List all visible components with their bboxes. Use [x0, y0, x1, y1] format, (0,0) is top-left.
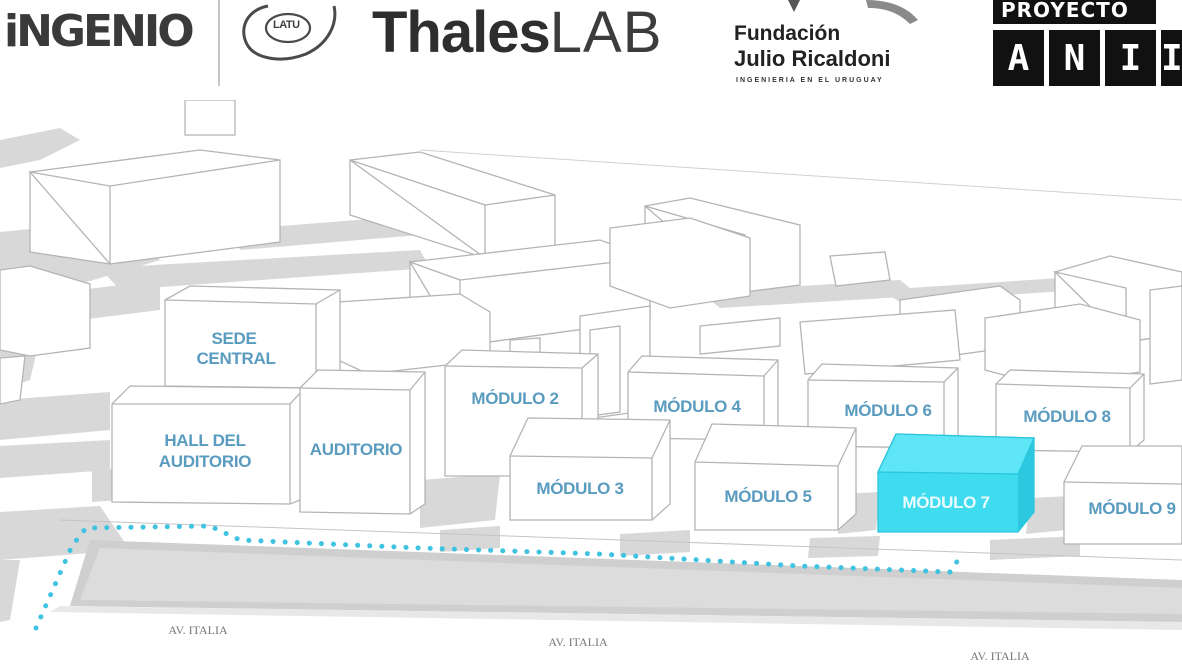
background-buildings [0, 99, 1182, 421]
anii-letter-i1: I [1105, 30, 1156, 86]
label-modulo-4: MÓDULO 4 [653, 397, 741, 416]
latu-text: LATU [273, 19, 300, 31]
label-modulo-6: MÓDULO 6 [844, 401, 931, 420]
main-road [50, 149, 1182, 630]
walking-route [33, 523, 965, 631]
building-modulo-5[interactable] [694, 423, 857, 531]
building-modulo-3[interactable] [509, 417, 671, 521]
anii-letter-i2: I [1161, 30, 1182, 86]
anii-letter-a: A [993, 30, 1044, 86]
label-hall-2: AUDITORIO [159, 452, 251, 471]
logo-header: iNGENIO LATU ThalesLAB Fundación Julio R… [0, 0, 1182, 100]
label-sede-central-1: SEDE [211, 329, 256, 348]
building-modulo-9[interactable] [1063, 445, 1182, 545]
latu-swoosh-icon [242, 4, 337, 61]
label-auditorio: AUDITORIO [310, 440, 402, 459]
labeled-buildings [111, 285, 1182, 545]
label-modulo-5: MÓDULO 5 [724, 487, 811, 506]
label-modulo-3: MÓDULO 3 [536, 479, 623, 498]
thales-word: Thales [372, 0, 551, 65]
label-sede-central-2: CENTRAL [196, 349, 275, 368]
fundacion-subtitle: INGENIERIA EN EL URUGUAY [736, 77, 884, 84]
street-label-3: AV. ITALIA [970, 649, 1030, 663]
anii-letter-n: N [1049, 30, 1100, 86]
label-hall-1: HALL DEL [164, 431, 245, 450]
ingenio-logo: iNGENIO [4, 6, 195, 57]
latu-logo: LATU [234, 0, 344, 70]
label-modulo-2: MÓDULO 2 [471, 389, 558, 408]
logo-divider [218, 0, 220, 86]
thaleslab-logo: ThalesLAB [372, 0, 662, 66]
label-modulo-8: MÓDULO 8 [1023, 407, 1110, 426]
street-label-2: AV. ITALIA [548, 635, 608, 649]
lab-word: LAB [549, 0, 663, 65]
fundacion-logo: Fundación Julio Ricaldoni INGENIERIA EN … [728, 0, 926, 100]
street-label-1: AV. ITALIA [168, 623, 228, 637]
label-modulo-9: MÓDULO 9 [1088, 499, 1175, 518]
fundacion-arc-icon [788, 0, 918, 24]
proyecto-label: PROYECTO [993, 0, 1156, 24]
anii-logo: PROYECTO A N I I [993, 0, 1182, 88]
label-modulo-7: MÓDULO 7 [902, 493, 989, 512]
building-auditorio[interactable] [299, 369, 426, 515]
fundacion-line2: Julio Ricaldoni [734, 46, 891, 71]
fundacion-line1: Fundación [734, 22, 841, 45]
building-modulo-7-highlighted[interactable] [876, 433, 1035, 533]
